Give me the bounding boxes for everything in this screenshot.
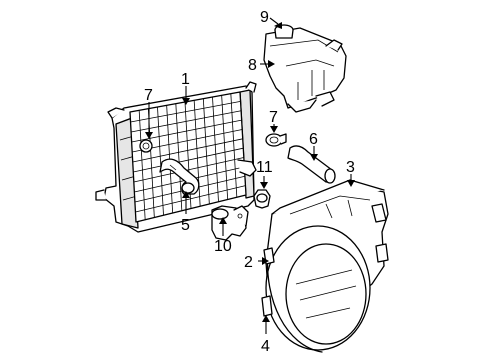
callout-8: 8	[248, 57, 257, 74]
callout-leaders	[145, 17, 355, 334]
core-grid-line	[221, 95, 229, 200]
thermostat	[253, 189, 271, 209]
hose-clamp	[265, 133, 287, 147]
water-outlet-housing	[211, 205, 249, 241]
callout-7-right: 7	[269, 109, 278, 126]
callout-3: 3	[346, 159, 355, 176]
callout-5: 5	[181, 217, 190, 234]
callout-1: 1	[181, 71, 190, 88]
core-grid-line	[175, 103, 183, 211]
core-grid-line	[135, 185, 246, 213]
core-grid-line	[132, 138, 243, 163]
callout-10: 10	[214, 238, 232, 255]
core-grid-line	[193, 100, 201, 207]
callout-9: 9	[260, 9, 269, 26]
core-grid-line	[157, 106, 164, 216]
core-grid-line	[138, 110, 146, 220]
fan-ring-shroud	[261, 225, 371, 353]
callout-4: 4	[261, 338, 270, 355]
core-grid-line	[212, 96, 219, 202]
lower-radiator-hose	[159, 158, 200, 195]
coolant-reservoir	[263, 24, 347, 113]
callout-labels: 1 2 3 4 5 6 7 7 8 9 10 11	[144, 9, 355, 355]
upper-radiator-hose	[287, 145, 336, 184]
callout-6: 6	[309, 131, 318, 148]
radiator	[95, 81, 257, 233]
core-grid-line	[133, 157, 244, 183]
core-grid-line	[131, 119, 242, 143]
core-grid-line	[202, 98, 210, 205]
callout-2: 2	[244, 254, 253, 271]
core-grid-line	[230, 93, 238, 198]
core-grid-line	[133, 147, 244, 173]
callout-11: 11	[256, 159, 273, 176]
radiator-core-grid	[130, 93, 246, 220]
callout-7-left: 7	[144, 87, 153, 104]
